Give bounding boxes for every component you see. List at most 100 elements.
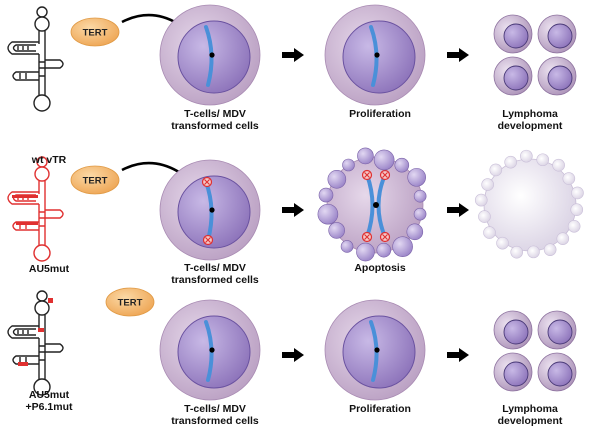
rna-wt-vtr-lower-arm-pairs bbox=[19, 73, 27, 79]
cell-dead-fragment-7 bbox=[483, 226, 496, 239]
cell-dead-fragment-11 bbox=[489, 163, 503, 177]
lymphoma-cells-row3 bbox=[493, 310, 577, 392]
cell-row2-telomere-x-1 bbox=[205, 237, 211, 243]
rna-wt-vtr-lower-left-arm bbox=[12, 71, 39, 81]
rna-au5mut-p61mut-mutation-1 bbox=[18, 362, 28, 366]
cell-apoptosis-bleb-9 bbox=[327, 170, 347, 189]
cell-proliferation-row1-nucleus bbox=[342, 20, 416, 94]
arrow-row3-b bbox=[447, 348, 469, 362]
rna-wt-vtr-central-stem bbox=[38, 44, 46, 96]
outcome-label-row1-line1: Lymphoma bbox=[502, 108, 558, 120]
cell-apoptosis-bleb-15 bbox=[413, 189, 427, 203]
cell-row3-nucleus bbox=[177, 315, 251, 389]
cell-dead-fragment-0 bbox=[570, 203, 584, 216]
rna-au5mut-lower-left-arm bbox=[12, 221, 39, 231]
lymphoma-cells-row1-cell-nucleus-2 bbox=[503, 65, 529, 91]
cell-dead-fragment-6 bbox=[496, 236, 509, 250]
rna-au5mut-p61mut-mutation-0 bbox=[38, 328, 44, 332]
rna-wt-vtr-right-hairpin bbox=[45, 59, 64, 69]
cell-proliferation-row3-centromere bbox=[374, 347, 380, 353]
cell-apoptosis-telomere-x-2 bbox=[364, 234, 370, 240]
rna-wt-vtr-stem-pairs bbox=[39, 61, 45, 77]
cell-label-row2-line2: transformed cells bbox=[171, 274, 259, 286]
cell-apoptosis-chromatid-left bbox=[365, 173, 375, 239]
cell-row3-centromere bbox=[209, 347, 215, 353]
outcome-label-row3-line1: Lymphoma bbox=[502, 403, 558, 415]
lymphoma-cells-row1-cell-nucleus-0 bbox=[503, 23, 529, 49]
cell-label-row3-line1: T-cells/ MDV bbox=[184, 403, 246, 415]
cell-dead-fragment-1 bbox=[567, 219, 581, 233]
cell-proliferation-row3-nucleus bbox=[342, 315, 416, 389]
rna-wt-vtr-bottom-loop bbox=[33, 94, 51, 112]
cell-apoptosis-bleb-10 bbox=[342, 158, 355, 172]
cell-dead-fragment-5 bbox=[510, 245, 524, 259]
cell-dead-fragment-8 bbox=[478, 210, 491, 223]
cell-dead-fragment-10 bbox=[481, 178, 494, 191]
cell-apoptosis-telomere-x-3 bbox=[382, 234, 388, 240]
lymphoma-cells-row3-cell-nucleus-2 bbox=[503, 361, 529, 387]
cell-apoptosis-bleb-11 bbox=[357, 147, 374, 165]
cell-dead-fragment-2 bbox=[556, 232, 570, 245]
cell-apoptosis-bleb-2 bbox=[392, 236, 413, 257]
lymphoma-cells-row3-cell-nucleus-0 bbox=[503, 319, 529, 345]
cell-dead-fragment-15 bbox=[552, 158, 565, 172]
rna-au5mut-right-hairpin bbox=[45, 209, 64, 219]
rna-au5mut-p61mut-bottom-loop bbox=[33, 378, 51, 396]
cell-apoptosis-bleb-6 bbox=[328, 222, 345, 239]
rna-au5mut-left-arm-outer bbox=[7, 191, 39, 205]
rna-au5mut-p61mut-mutation-2 bbox=[48, 298, 53, 303]
cell-apoptosis-centromere bbox=[373, 202, 379, 208]
rna-au5mut-mutation-1 bbox=[16, 222, 38, 225]
rna-au5mut-central-stem bbox=[38, 194, 46, 246]
rna-label-wt: wt vTR bbox=[31, 154, 67, 166]
cell-dead-fragment-3 bbox=[543, 243, 557, 256]
cell-row3 bbox=[159, 299, 261, 401]
cell-dead-fragment-16 bbox=[562, 172, 576, 185]
lymphoma-cells-row3-cell-nucleus-1 bbox=[547, 319, 573, 345]
cell-row1-centromere bbox=[209, 52, 215, 58]
cell-label-row2: T-cells/ MDV transformed cells bbox=[160, 262, 270, 286]
rna-au5mut-p61mut-lower-left-arm bbox=[12, 355, 39, 365]
rna-wt-vtr-upper-stem bbox=[38, 31, 46, 44]
cell-label-row2-line1: T-cells/ MDV bbox=[184, 262, 246, 274]
apoptosis-label: Apoptosis bbox=[354, 262, 406, 274]
tert-row3-label: TERT bbox=[118, 298, 143, 309]
rna-label-au5mut: AU5mut bbox=[28, 263, 70, 275]
cell-dead bbox=[474, 149, 584, 259]
arrow-row1-a bbox=[282, 48, 304, 62]
cell-proliferation-row3 bbox=[324, 299, 426, 401]
cell-apoptosis-bleb-12 bbox=[373, 149, 395, 171]
cell-dead-fragment-9 bbox=[474, 193, 488, 207]
arrow-row2-b bbox=[447, 203, 469, 217]
cell-row1 bbox=[159, 4, 261, 106]
rna-au5mut-upper-stem bbox=[38, 181, 46, 194]
cell-row2-telomere-x-0 bbox=[204, 179, 210, 185]
rna-au5mut bbox=[7, 156, 64, 262]
cell-proliferation-row1-centromere bbox=[374, 52, 380, 58]
outcome-label-row3-line2: development bbox=[497, 415, 563, 427]
cell-label-row1-line1: T-cells/ MDV bbox=[184, 108, 246, 120]
lymphoma-cells-row1-cell-nucleus-3 bbox=[547, 65, 573, 91]
cell-proliferation-row1 bbox=[324, 4, 426, 106]
rna-au5mut-stem-pairs bbox=[39, 211, 45, 227]
cell-row2-centromere bbox=[209, 207, 215, 213]
rna-wt-vtr-upper-loop bbox=[34, 16, 50, 32]
rna-wt-vtr bbox=[7, 6, 64, 112]
rna-wt-vtr-top-loop bbox=[36, 6, 48, 18]
tert-row2-label: TERT bbox=[83, 176, 108, 187]
rna-au5mut-p61mut-left-arm-inner bbox=[12, 328, 36, 336]
proliferation-label-row3: Proliferation bbox=[349, 403, 411, 415]
rna-wt-vtr-left-arm-inner bbox=[12, 44, 36, 52]
tert-row3: TERT bbox=[105, 287, 155, 317]
cell-apoptosis-bleb-3 bbox=[376, 242, 392, 258]
cell-apoptosis-telomere-x-0 bbox=[364, 172, 370, 178]
tert-row2: TERT bbox=[70, 165, 120, 195]
lymphoma-cells-row1-cell-nucleus-1 bbox=[547, 23, 573, 49]
outcome-label-row1-line2: development bbox=[497, 120, 563, 132]
tert-row1-label: TERT bbox=[83, 28, 108, 39]
tert-row1: TERT bbox=[70, 17, 120, 47]
cell-dead-fragment-17 bbox=[571, 186, 584, 200]
rna-label-double-mut-line1: AU5mut bbox=[28, 389, 70, 401]
cell-apoptosis-telomere-x-1 bbox=[382, 172, 388, 178]
